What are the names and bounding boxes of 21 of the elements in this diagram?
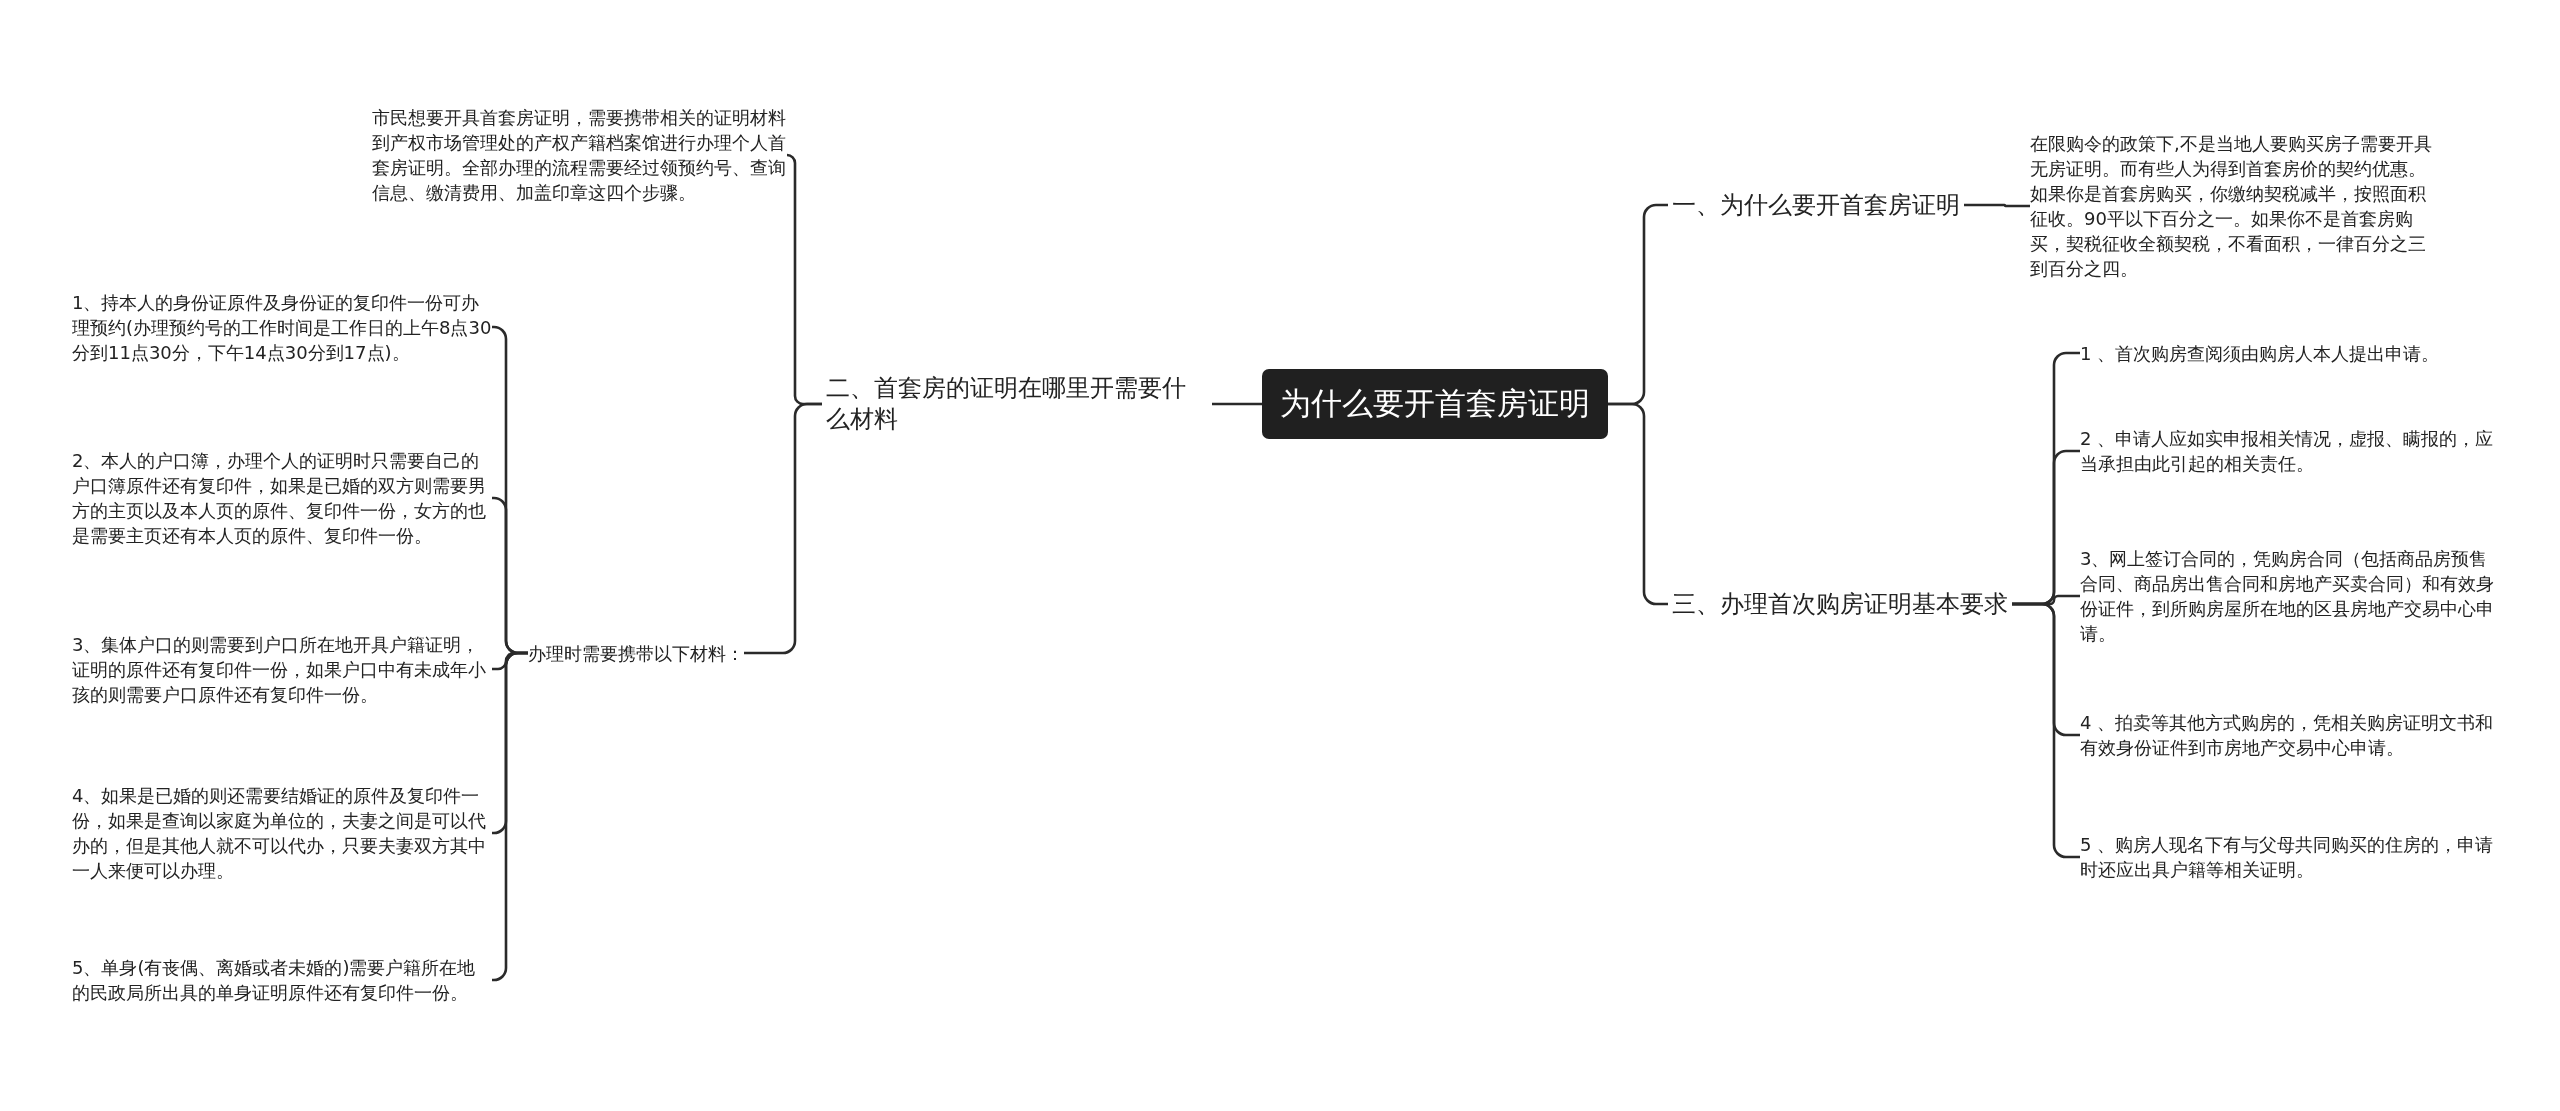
topic-text: 4、如果是已婚的则还需要结婚证的原件及复印件一份，如果是查询以家庭为单位的，夫妻之间是可以代办的，但是其他人就不可以代办，只要夫妻双方其中一人来便可以办理。 <box>72 783 492 883</box>
connector-line <box>744 402 822 655</box>
connector-line <box>1212 402 1262 406</box>
connector-line <box>491 651 528 982</box>
topic-text: 2 、申请人应如实申报相关情况，虚报、瞒报的，应当承担由此引起的相关责任。 <box>2080 426 2500 476</box>
topic-text: 3、集体户口的则需要到户口所在地开具户籍证明，证明的原件还有复印件一份，如果户口中有未成年小孩的则需要户口原件还有复印件一份。 <box>72 631 492 707</box>
topic-text: 1、持本人的身份证原件及身份证的复印件一份可办理预约(办理预约号的工作时间是工作日的上午8点30分到11点30分，下午14点30分到17点)。 <box>72 289 492 365</box>
branch-topic: 二、首套房的证明在哪里开需要什么材料 <box>822 371 1212 437</box>
topic-text: 办理时需要携带以下材料： <box>528 640 744 666</box>
branch-topic: 三、办理首次购房证明基本要求 <box>1668 586 2012 622</box>
topic-text: 5、单身(有丧偶、离婚或者未婚的)需要户籍所在地的民政局所出具的单身证明原件还有复印件一份。 <box>72 955 492 1005</box>
topic-text: 在限购令的政策下,不是当地人要购买房子需要开具无房证明。而有些人为得到首套房价的契约优惠。如果你是首套房购买，你缴纳契税减半，按照面积征收。90平以下百分之一。如果你不是首套房购买，契税征收全额契税，不看面积，一律百分之三到百分之四。 <box>2030 131 2440 281</box>
topic-text: 1 、首次购房查阅须由购房人本人提出申请。 <box>2080 340 2500 366</box>
central-topic: 为什么要开首套房证明 <box>1262 369 1608 439</box>
branch-topic: 一、为什么要开首套房证明 <box>1668 187 1964 223</box>
connector-line <box>1964 203 2030 208</box>
topic-text: 4 、拍卖等其他方式购房的，凭相关购房证明文书和有效身份证件到市房地产交易中心申请。 <box>2080 710 2500 760</box>
topic-text: 2、本人的户口簿，办理个人的证明时只需要自己的户口簿原件还有复印件，如果是已婚的双方则需要男方的主页以及本人页的原件、复印件一份，女方的也是需要主页还有本人页的原件、复印件一份。 <box>72 448 492 548</box>
topic-text: 3、网上签订合同的，凭购房合同（包括商品房预售合同、商品房出售合同和房地产买卖合同）和有效身份证件，到所购房屋所在地的区县房地产交易中心申请。 <box>2080 546 2500 646</box>
topic-text: 市民想要开具首套房证明，需要携带相关的证明材料到产权市场管理处的产权产籍档案馆进行办理个人首套房证明。全部办理的流程需要经过领预约号、查询信息、缴清费用、加盖印章这四个步骤。 <box>372 105 787 205</box>
topic-text: 5 、购房人现名下有与父母共同购买的住房的，申请时还应出具户籍等相关证明。 <box>2080 832 2500 882</box>
